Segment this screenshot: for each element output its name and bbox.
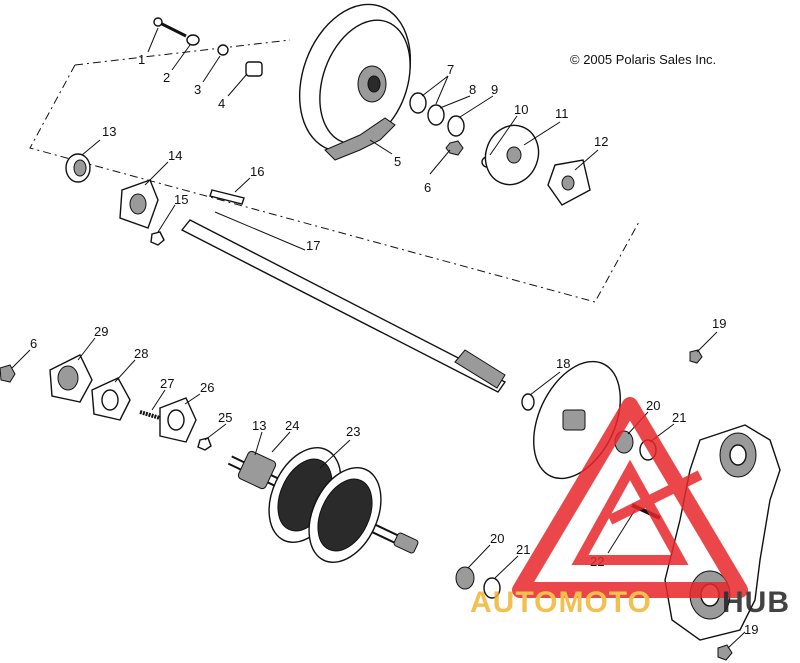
- callout-21-upper: 21: [672, 410, 686, 425]
- callout-1: 1: [138, 52, 145, 67]
- assembly-outline: [29, 39, 641, 303]
- part-nut-19-upper: [689, 349, 703, 364]
- leader-lines: [11, 27, 746, 649]
- watermark-text-left: AUTOMOTO: [470, 586, 652, 619]
- callout-21-lower: 21: [516, 542, 530, 557]
- callout-6-lower: 6: [30, 336, 37, 351]
- callout-15: 15: [174, 192, 188, 207]
- part-spring-pin: [139, 410, 161, 420]
- part-bearing-flange: [119, 179, 159, 229]
- part-nut-19-lower: [717, 644, 733, 661]
- part-o-ring-8: [427, 104, 445, 126]
- callout-5: 5: [394, 154, 401, 169]
- callout-24: 24: [285, 418, 299, 433]
- callout-19-lower: 19: [744, 622, 758, 637]
- part-gasket: [91, 377, 131, 421]
- part-washer: [186, 34, 200, 46]
- part-nut-upper: [445, 140, 464, 156]
- part-key: [209, 189, 245, 205]
- callout-20-upper: 20: [646, 398, 660, 413]
- callout-2: 2: [163, 70, 170, 85]
- callout-13-upper: 13: [102, 124, 116, 139]
- watermark-logo: AUTOMOTO HUB: [470, 397, 790, 619]
- callout-9: 9: [491, 82, 498, 97]
- callout-20-lower: 20: [490, 531, 504, 546]
- callout-17: 17: [306, 238, 320, 253]
- part-o-ring-18: [521, 393, 535, 411]
- part-driven-sprocket: [298, 3, 412, 161]
- callout-27: 27: [160, 376, 174, 391]
- callout-13-lower: 13: [252, 418, 266, 433]
- callout-3: 3: [194, 82, 201, 97]
- callout-29: 29: [94, 324, 108, 339]
- callout-4: 4: [218, 96, 225, 111]
- part-o-ring-7: [409, 92, 427, 114]
- callout-6-upper: 6: [424, 180, 431, 195]
- callout-8: 8: [469, 82, 476, 97]
- part-flange-bearing: [49, 354, 93, 403]
- part-bushing: [245, 61, 263, 77]
- callout-23: 23: [346, 424, 360, 439]
- callout-10: 10: [514, 102, 528, 117]
- callout-18: 18: [556, 356, 570, 371]
- copyright-text: © 2005 Polaris Sales Inc.: [570, 52, 716, 67]
- callout-12: 12: [594, 134, 608, 149]
- part-o-ring-9: [447, 115, 465, 137]
- callout-25: 25: [218, 410, 232, 425]
- callout-26: 26: [200, 380, 214, 395]
- part-bolt: [153, 17, 187, 38]
- part-screw: [197, 437, 212, 451]
- part-flange-lower: [159, 397, 197, 443]
- watermark-text-right: HUB: [722, 586, 790, 619]
- part-seal-lower-21: [483, 577, 501, 599]
- callout-19-upper: 19: [712, 316, 726, 331]
- callout-labels: 1 2 3 4 5 6 6 7 8 9 10 11 12 13 13 14 15…: [30, 52, 758, 637]
- callout-11: 11: [555, 106, 569, 121]
- part-nut-lower: [0, 364, 16, 383]
- part-bolt-small: [150, 231, 165, 246]
- callout-14: 14: [168, 148, 182, 163]
- callout-28: 28: [134, 346, 148, 361]
- part-flange-upper: [547, 159, 591, 206]
- part-bearing-upper: [65, 153, 91, 183]
- part-bearing-plate: [484, 124, 540, 186]
- part-bearing-lower-20: [455, 566, 475, 590]
- callout-16: 16: [250, 164, 264, 179]
- callout-7: 7: [447, 62, 454, 77]
- part-lock-washer: [217, 44, 229, 56]
- part-drive-shaft: [180, 219, 507, 393]
- part-drive-sprockets: [227, 447, 419, 563]
